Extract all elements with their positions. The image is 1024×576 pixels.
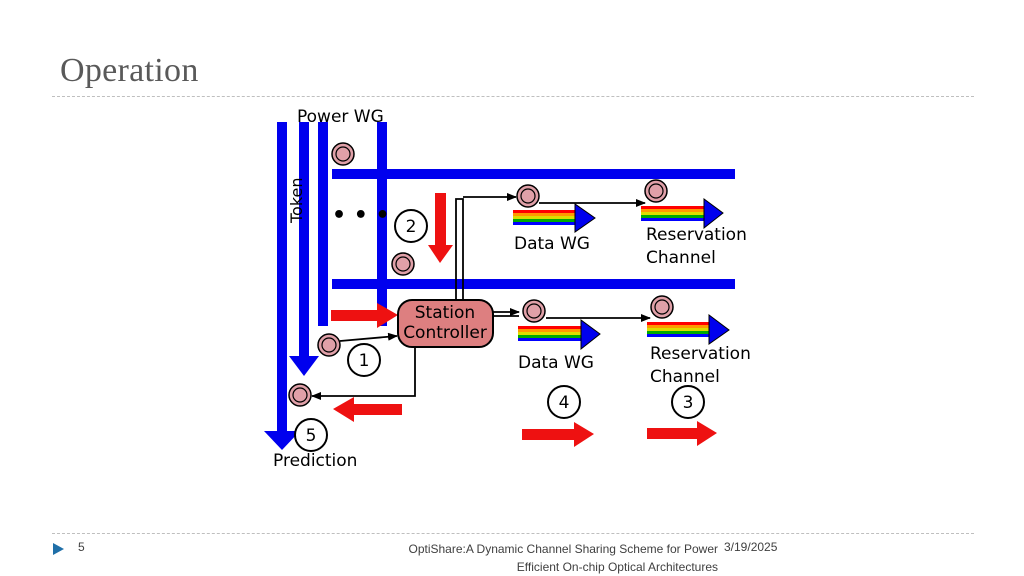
step-4-marker: 4: [547, 385, 581, 419]
token-to-controller-line: [339, 332, 398, 342]
reservation-bottom-label-line1: Reservation: [650, 344, 751, 364]
data-wg-bottom-rainbow-arrow: [518, 319, 601, 351]
horizontal-waveguide-top: [332, 169, 735, 179]
data-wg-bottom-label: Data WG: [518, 353, 594, 373]
title-divider: [52, 96, 974, 97]
signal-arrow-down: [428, 193, 453, 263]
reservation-top-label-line1: Reservation: [646, 225, 747, 245]
reservation-bottom-label-line2: Channel: [650, 367, 720, 387]
signal-arrow-into-controller: [331, 303, 398, 328]
footer-title-line1: OptiShare:A Dynamic Channel Sharing Sche…: [408, 542, 719, 556]
prediction-label: Prediction: [273, 451, 357, 471]
station-controller: Station Controller: [397, 299, 494, 348]
ring-resonator: [331, 142, 355, 166]
ellipsis-label: • • •: [332, 203, 390, 228]
footer-arrow-icon: [53, 543, 64, 555]
footer-title-line2: Efficient On-chip Optical Architectures: [516, 560, 718, 574]
step-1-marker: 1: [347, 343, 381, 377]
slide-title: Operation: [60, 52, 199, 89]
reservation-top-label-line2: Channel: [646, 248, 716, 268]
ring-resonator: [288, 383, 312, 407]
reservation-bottom-rainbow-arrow: [647, 314, 730, 345]
prediction-waveguide: [289, 122, 319, 376]
station-controller-label-line1: Station: [415, 303, 475, 323]
ring-resonator: [644, 179, 668, 203]
svg-text:3: 3: [683, 393, 694, 413]
signal-arrow-right-step-4: [522, 422, 594, 447]
page-number: 5: [78, 540, 85, 554]
control-line-up: [455, 198, 464, 300]
step-5-marker: 5: [294, 418, 328, 452]
svg-text:4: 4: [559, 393, 570, 413]
ring-resonator: [522, 299, 546, 323]
power-waveguide-left: [318, 122, 328, 326]
ring-resonator: [516, 184, 540, 208]
footer-title: OptiShare:A Dynamic Channel Sharing Sche…: [352, 540, 719, 576]
svg-text:5: 5: [306, 426, 317, 446]
horizontal-waveguide-middle: [332, 279, 735, 289]
token-label: Token: [287, 177, 306, 224]
signal-arrow-right-step-3: [647, 421, 717, 446]
power-wg-label: Power WG: [297, 107, 384, 127]
token-waveguide: [264, 122, 300, 450]
controller-to-prediction-line: [311, 347, 416, 400]
svg-text:2: 2: [406, 217, 417, 237]
step-3-marker: 3: [671, 385, 705, 419]
power-waveguide-right: [377, 122, 387, 326]
data-wg-top-label: Data WG: [514, 234, 590, 254]
footer-divider: [52, 533, 974, 534]
svg-text:1: 1: [359, 351, 370, 371]
ring-resonator: [317, 333, 341, 357]
data-wg-top-rainbow-arrow: [513, 203, 596, 233]
step-2-marker: 2: [394, 209, 428, 243]
signal-arrow-left: [333, 397, 402, 422]
ring-resonator: [650, 295, 674, 319]
reservation-top-rainbow-arrow: [641, 198, 724, 230]
station-controller-label-line2: Controller: [403, 323, 487, 343]
ring-resonator: [391, 252, 415, 276]
footer-date: 3/19/2025: [724, 540, 778, 554]
